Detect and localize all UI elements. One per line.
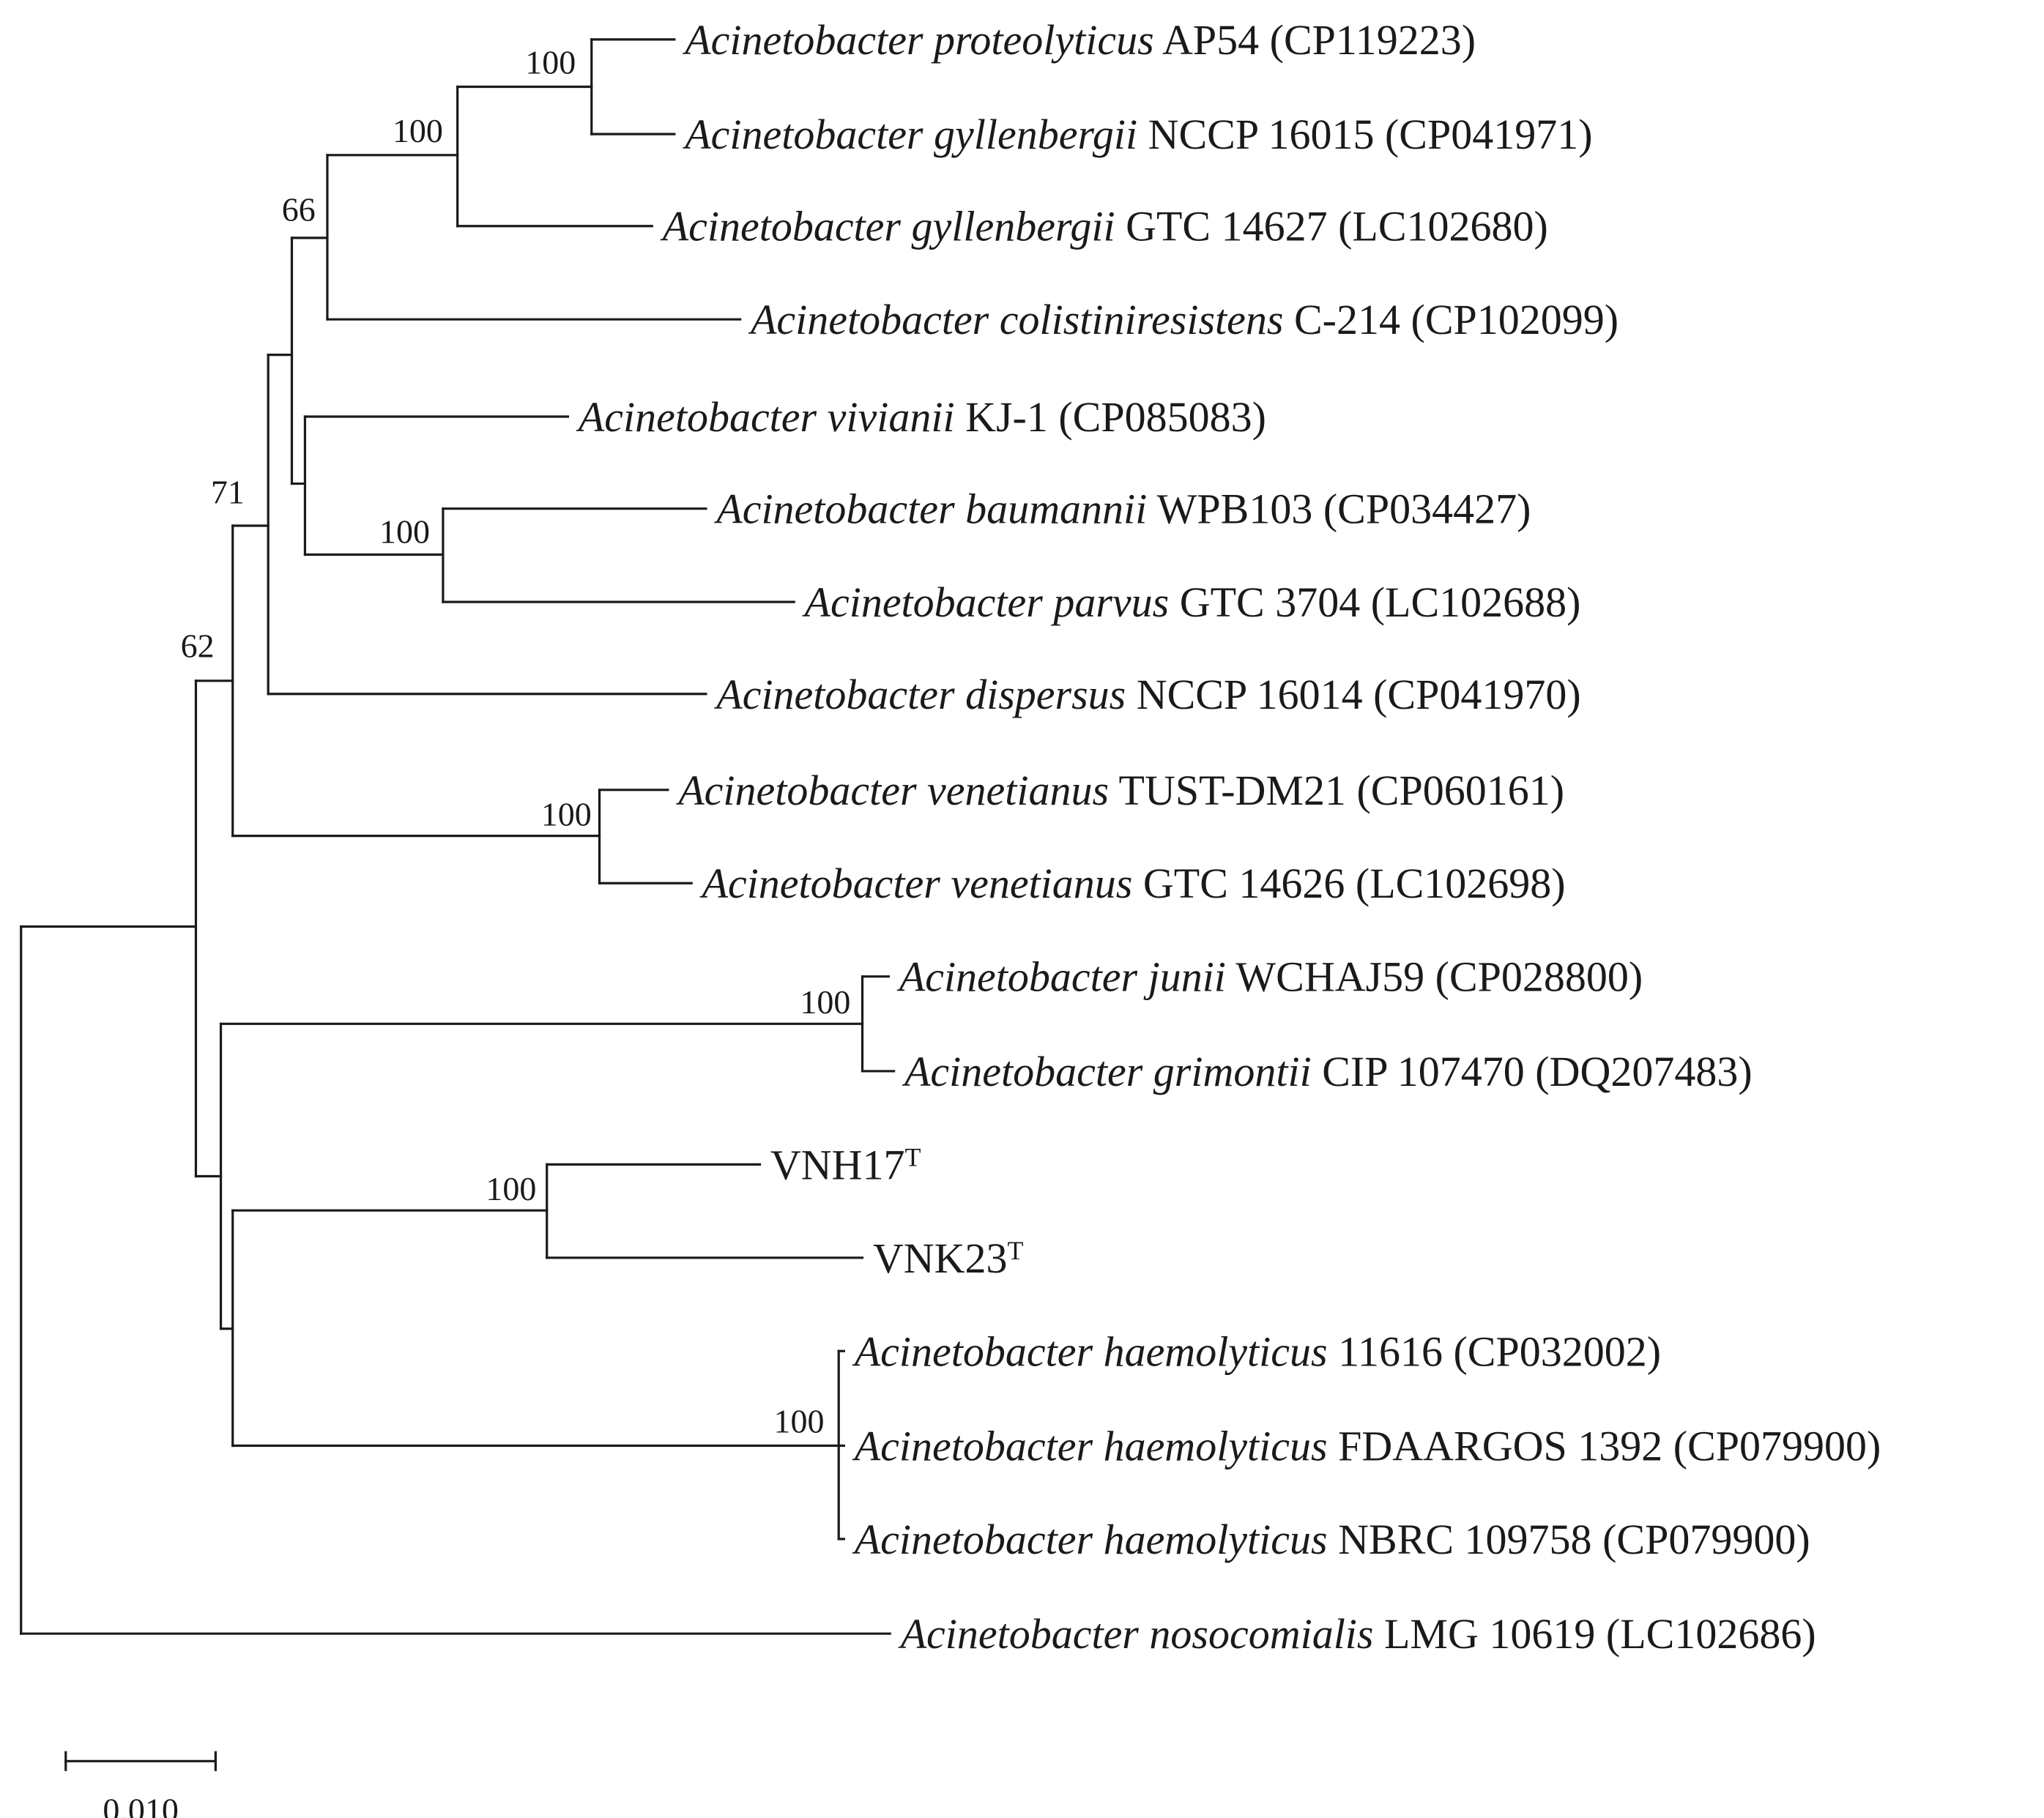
accession-number: (CP034427) — [1312, 485, 1531, 533]
species-name: Acinetobacter vivianii — [576, 393, 955, 441]
scale-bar-label: 0.010 — [103, 1791, 179, 1818]
bootstrap-vn-pair: 100 — [486, 1170, 536, 1207]
taxon-label-vnk23: VNK23T — [873, 1234, 1024, 1282]
taxon-label-grimontii: Acinetobacter grimontii CIP 107470 (DQ20… — [902, 1048, 1753, 1095]
species-name: Acinetobacter proteolyticus — [682, 16, 1154, 64]
type-strain-superscript: T — [905, 1142, 921, 1171]
bootstrap-haemolyticus: 100 — [773, 1403, 824, 1440]
accession-number: (DQ207483) — [1525, 1048, 1753, 1095]
strain-name: NBRC 109758 — [1328, 1516, 1592, 1563]
strain-name: KJ-1 — [955, 393, 1048, 441]
accession-number: (CP032002) — [1443, 1327, 1661, 1375]
strain-name: LMG 10619 — [1374, 1610, 1596, 1658]
taxon-label-vivianii: Acinetobacter vivianii KJ-1 (CP085083) — [576, 393, 1266, 441]
accession-number: (LC102688) — [1360, 578, 1580, 626]
strain-name: GTC 14626 — [1132, 860, 1345, 907]
strain-name: WPB103 — [1147, 485, 1312, 533]
accession-number: (LC102698) — [1345, 860, 1565, 907]
accession-number: (CP085083) — [1048, 393, 1266, 441]
species-name: Acinetobacter grimontii — [902, 1048, 1312, 1095]
taxon-label-junii: Acinetobacter junii WCHAJ59 (CP028800) — [896, 953, 1643, 1001]
strain-name: CIP 107470 — [1312, 1048, 1525, 1095]
strain-name: C-214 — [1284, 296, 1401, 343]
strain-name: AP54 — [1154, 16, 1259, 64]
strain-name: GTC 14627 — [1115, 203, 1328, 250]
strain-name: VNH17 — [770, 1141, 905, 1188]
accession-number: (CP119223) — [1259, 16, 1476, 64]
bootstrap-junii-grim: 100 — [800, 983, 850, 1021]
strain-name: TUST-DM21 — [1109, 767, 1346, 814]
bootstrap-outer-clade: 62 — [181, 627, 215, 665]
species-name: Acinetobacter nosocomialis — [898, 1610, 1374, 1658]
strain-name: WCHAJ59 — [1226, 953, 1424, 1001]
taxon-label-parvus: Acinetobacter parvus GTC 3704 (LC102688) — [802, 578, 1581, 626]
scale-bar: 0.010 — [64, 1751, 217, 1818]
accession-number: (CP041970) — [1363, 671, 1581, 718]
strain-name: GTC 3704 — [1169, 578, 1360, 626]
species-name: Acinetobacter venetianus — [675, 767, 1109, 814]
species-name: Acinetobacter gyllenbergii — [682, 111, 1137, 158]
species-name: Acinetobacter venetianus — [699, 860, 1133, 907]
accession-number: (CP041971) — [1374, 111, 1592, 158]
taxon-label-gyllenbergii-nccp: Acinetobacter gyllenbergii NCCP 16015 (C… — [682, 111, 1592, 158]
taxon-label-venetianus-gtc: Acinetobacter venetianus GTC 14626 (LC10… — [699, 860, 1566, 907]
accession-number: (CP060161) — [1346, 767, 1564, 814]
taxon-label-gyllenbergii-gtc: Acinetobacter gyllenbergii GTC 14627 (LC… — [660, 203, 1548, 250]
taxon-label-vnh17: VNH17T — [770, 1141, 921, 1188]
taxon-label-proteolyticus-ap54: Acinetobacter proteolyticus AP54 (CP1192… — [682, 16, 1476, 64]
species-name: Acinetobacter baumannii — [713, 485, 1147, 533]
accession-number: (CP079900) — [1592, 1516, 1810, 1563]
bootstrap-venetianus: 100 — [541, 795, 592, 832]
taxon-label-nosocomialis: Acinetobacter nosocomialis LMG 10619 (LC… — [898, 1610, 1816, 1658]
accession-number: (LC102686) — [1595, 1610, 1816, 1658]
bootstrap-big-clade: 71 — [211, 473, 245, 510]
accession-number: (CP079900) — [1662, 1423, 1881, 1470]
taxon-label-haemolyticus-nbrc: Acinetobacter haemolyticus NBRC 109758 (… — [852, 1516, 1810, 1563]
taxon-label-haemolyticus-11616: Acinetobacter haemolyticus 11616 (CP0320… — [852, 1327, 1661, 1375]
strain-name: VNK23 — [873, 1234, 1008, 1282]
bootstrap-gyll-clade: 100 — [393, 112, 443, 149]
bootstrap-baum-parvus: 100 — [379, 513, 430, 550]
species-name: Acinetobacter parvus — [802, 578, 1170, 626]
species-name: Acinetobacter haemolyticus — [852, 1327, 1328, 1375]
accession-number: (CP028800) — [1424, 953, 1643, 1001]
taxon-label-colistiniresistens: Acinetobacter colistiniresistens C-214 (… — [748, 296, 1619, 343]
species-name: Acinetobacter junii — [896, 953, 1226, 1001]
taxon-label-dispersus: Acinetobacter dispersus NCCP 16014 (CP04… — [713, 671, 1580, 718]
species-name: Acinetobacter colistiniresistens — [748, 296, 1284, 343]
bootstrap-values: 100 100 66 100 71 62 100 100 100 100 — [181, 44, 851, 1440]
accession-number: (CP102099) — [1400, 296, 1619, 343]
taxon-labels: Acinetobacter proteolyticus AP54 (CP1192… — [576, 16, 1881, 1658]
taxon-label-haemolyticus-fda: Acinetobacter haemolyticus FDAARGOS 1392… — [852, 1423, 1881, 1470]
species-name: Acinetobacter dispersus — [713, 671, 1126, 718]
species-name: Acinetobacter haemolyticus — [852, 1516, 1328, 1563]
strain-name: NCCP 16015 — [1137, 111, 1374, 158]
bootstrap-proteo-gyll: 100 — [525, 44, 576, 81]
accession-number: (LC102680) — [1328, 203, 1548, 250]
taxon-label-venetianus-tust: Acinetobacter venetianus TUST-DM21 (CP06… — [675, 767, 1564, 814]
strain-name: NCCP 16014 — [1126, 671, 1362, 718]
bootstrap-colist-clade: 66 — [282, 191, 316, 228]
tree-branches — [20, 38, 896, 1635]
taxon-label-baumannii: Acinetobacter baumannii WPB103 (CP034427… — [713, 485, 1531, 533]
strain-name: 11616 — [1328, 1327, 1443, 1375]
type-strain-superscript: T — [1008, 1236, 1024, 1265]
species-name: Acinetobacter haemolyticus — [852, 1423, 1328, 1470]
strain-name: FDAARGOS 1392 — [1328, 1423, 1663, 1470]
species-name: Acinetobacter gyllenbergii — [660, 203, 1115, 250]
